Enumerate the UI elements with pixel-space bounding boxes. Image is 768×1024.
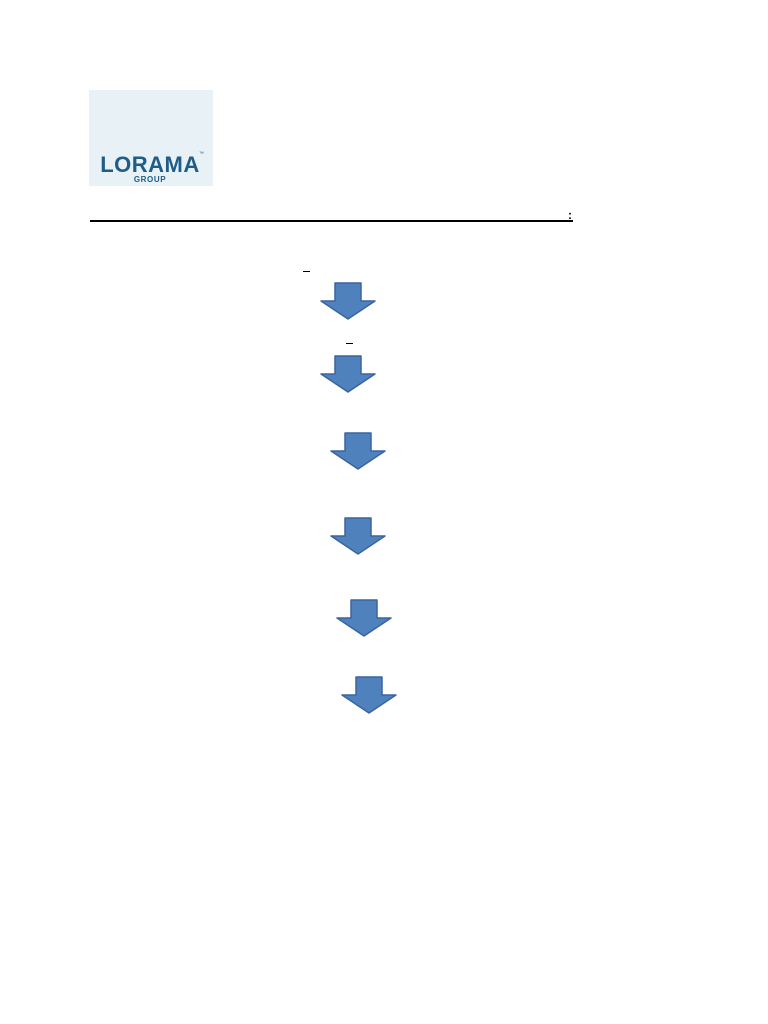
down-arrow-icon (330, 517, 386, 555)
down-arrow-icon (320, 355, 376, 393)
flow-arrow-5 (336, 599, 392, 637)
step-1-dash (303, 271, 310, 272)
logo-wordmark: LORAMA (100, 152, 200, 177)
heading-colon: : (568, 208, 572, 222)
down-arrow-icon (336, 599, 392, 637)
flow-arrow-6 (341, 676, 397, 714)
down-arrow-icon (330, 432, 386, 470)
heading-underline (90, 220, 573, 222)
flow-arrow-2 (320, 355, 376, 393)
logo-trademark: ™ (199, 151, 204, 157)
logo-subtitle: GROUP (133, 175, 167, 184)
flow-arrow-1 (320, 282, 376, 320)
down-arrow-icon (320, 282, 376, 320)
flow-arrow-4 (330, 517, 386, 555)
lorama-group-logo: LORAMA ™ GROUP (89, 90, 213, 186)
down-arrow-icon (341, 676, 397, 714)
logo-image (89, 90, 213, 186)
step-2-dash (346, 343, 353, 344)
flow-arrow-3 (330, 432, 386, 470)
